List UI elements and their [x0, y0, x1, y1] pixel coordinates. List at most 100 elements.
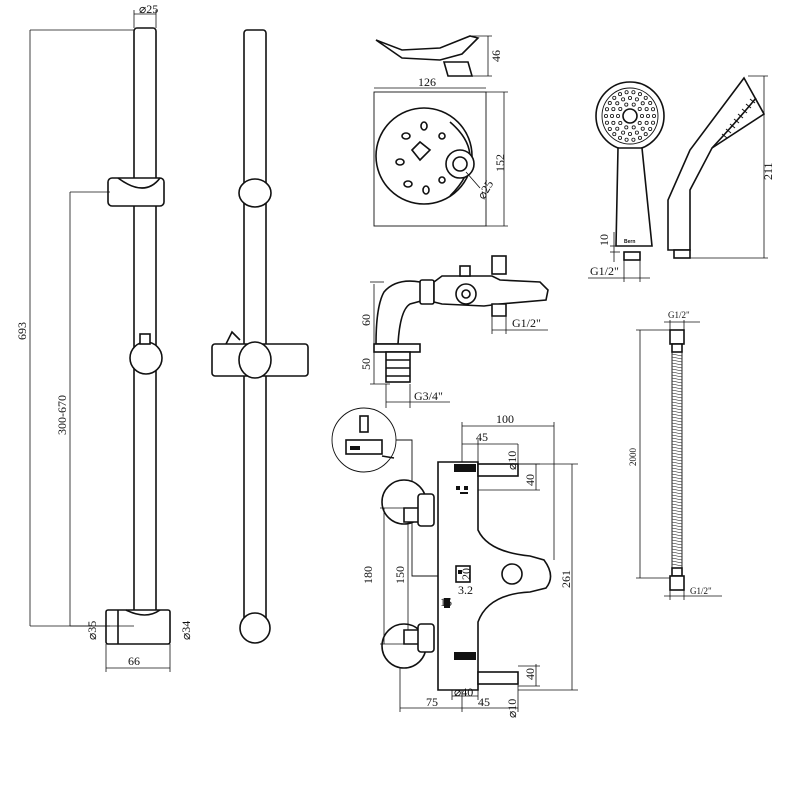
- side-slider: [238, 178, 272, 208]
- hose-coil-line: [671, 386, 683, 390]
- hose-coil-line: [671, 353, 683, 357]
- nozzle-dot: [637, 92, 642, 97]
- nozzle-dot: [611, 107, 616, 112]
- hose-coil-line: [671, 515, 683, 519]
- hose-coil-line: [671, 359, 683, 363]
- hose-coil-line: [671, 434, 683, 438]
- valve-control-knob: [501, 563, 523, 585]
- valve-bottom-band: [454, 652, 476, 660]
- nozzle-dot: [631, 102, 636, 107]
- hose-coil-line: [671, 407, 683, 411]
- valve-h261: 261: [559, 570, 573, 588]
- hose-coil-line: [671, 512, 683, 516]
- hose-coil-line: [671, 455, 683, 459]
- filler-thread-out-label: G1/2": [512, 316, 541, 330]
- hose-coil-line: [671, 362, 683, 366]
- soap-dish-width: 126: [418, 75, 436, 89]
- rail-adjust-label: 300-670: [55, 395, 69, 435]
- hose-coil-line: [671, 554, 683, 558]
- tube-diameter-label: ⌀34: [179, 621, 193, 640]
- filler-thread-in-label: G3/4": [414, 389, 443, 403]
- handset-thread: [623, 251, 641, 261]
- filler-nut: [419, 279, 435, 305]
- hose-coil-line: [671, 536, 683, 540]
- hose-coil-line: [671, 560, 683, 564]
- filler-lever: [491, 255, 507, 275]
- side-rail-tube: [243, 29, 267, 629]
- filler-outlet: [491, 303, 507, 317]
- side-nozzle-mark: [749, 98, 756, 104]
- nozzle-dot: [615, 101, 620, 106]
- nozzle-dot: [644, 107, 649, 112]
- nozzle-dot: [631, 125, 636, 130]
- hose-coil-line: [671, 410, 683, 414]
- hose-coil-line: [671, 383, 683, 387]
- nozzle-dot: [651, 107, 656, 112]
- nozzle-dot: [618, 121, 623, 126]
- hose-thread-top: G1/2": [668, 310, 690, 320]
- nozzle-dot: [628, 131, 633, 136]
- hose-coil-line: [671, 476, 683, 480]
- handset-thread-label: G1/2": [590, 264, 619, 278]
- valve-h40-bottom: 40: [523, 668, 537, 680]
- thermostatic-valve: 100 45 ⌀10 40 261 180 150 20 3.2 15 ⌀40 …: [331, 407, 578, 718]
- nozzle-dot: [604, 114, 609, 119]
- side-nozzle-mark: [725, 128, 732, 134]
- soap-dish-hole-diameter: ⌀25: [474, 178, 496, 202]
- side-nozzle-mark: [741, 108, 748, 114]
- hose-coil-line: [671, 503, 683, 507]
- hose-coil-line: [671, 428, 683, 432]
- valve-w45-bottom: 45: [478, 695, 490, 709]
- nozzle-dot: [634, 97, 639, 102]
- valve-w75: 75: [426, 695, 438, 709]
- hose-coil-line: [671, 458, 683, 462]
- nozzle-dot: [643, 95, 648, 100]
- nozzle-dot: [648, 101, 653, 106]
- nozzle-dot: [607, 101, 612, 106]
- hose-coil-line: [671, 494, 683, 498]
- soap-dish-drain: [410, 140, 432, 162]
- valve-h150: 150: [393, 566, 407, 584]
- nozzle-dot: [624, 125, 629, 130]
- hose-coil-line: [671, 467, 683, 471]
- hose-coil-line: [671, 497, 683, 501]
- valve-h180: 180: [361, 566, 375, 584]
- nozzle-dot: [621, 97, 626, 102]
- holder-tab: [225, 330, 241, 345]
- hose-coil-line: [671, 485, 683, 489]
- nozzle-dot: [624, 102, 629, 107]
- nozzle-dot: [618, 106, 623, 111]
- handset-handle: [615, 147, 653, 247]
- nozzle-dot: [616, 114, 621, 119]
- valve-bottom-outlet: [477, 671, 519, 685]
- hose-coil-line: [671, 398, 683, 402]
- hose-coil-line: [671, 452, 683, 456]
- nozzle-dot: [628, 96, 633, 101]
- riser-rail-side: [211, 29, 309, 644]
- bracket-diameter-label: ⌀35: [85, 621, 99, 640]
- detail-stem: [359, 415, 369, 433]
- hose-coil-line: [671, 521, 683, 525]
- filler-top-knob: [459, 265, 471, 277]
- hose-length: 2000: [628, 448, 638, 467]
- nozzle-dot: [607, 126, 612, 131]
- hose-coil-line: [671, 443, 683, 447]
- nozzle-dot: [637, 121, 642, 126]
- inlet-bottom-nut: [417, 623, 435, 653]
- side-nozzle-mark: [729, 123, 736, 129]
- hose-coil-line: [671, 506, 683, 510]
- valve-d10-bottom: ⌀10: [505, 699, 519, 718]
- handset-holder: [129, 341, 163, 375]
- riser-rail-front: [105, 27, 171, 645]
- valve-body: [437, 461, 552, 691]
- hose-coil: [671, 353, 683, 567]
- valve-s15: 15: [440, 595, 452, 609]
- hose-coil-line: [671, 530, 683, 534]
- soap-dish-side-profile: [375, 35, 480, 61]
- nozzle-dot: [631, 137, 636, 142]
- hose-coil-line: [671, 440, 683, 444]
- soap-dish-depth: 152: [493, 154, 507, 172]
- hose-coil-line: [671, 449, 683, 453]
- hose-coil-line: [671, 422, 683, 426]
- handset-neck-dim: 10: [597, 234, 611, 246]
